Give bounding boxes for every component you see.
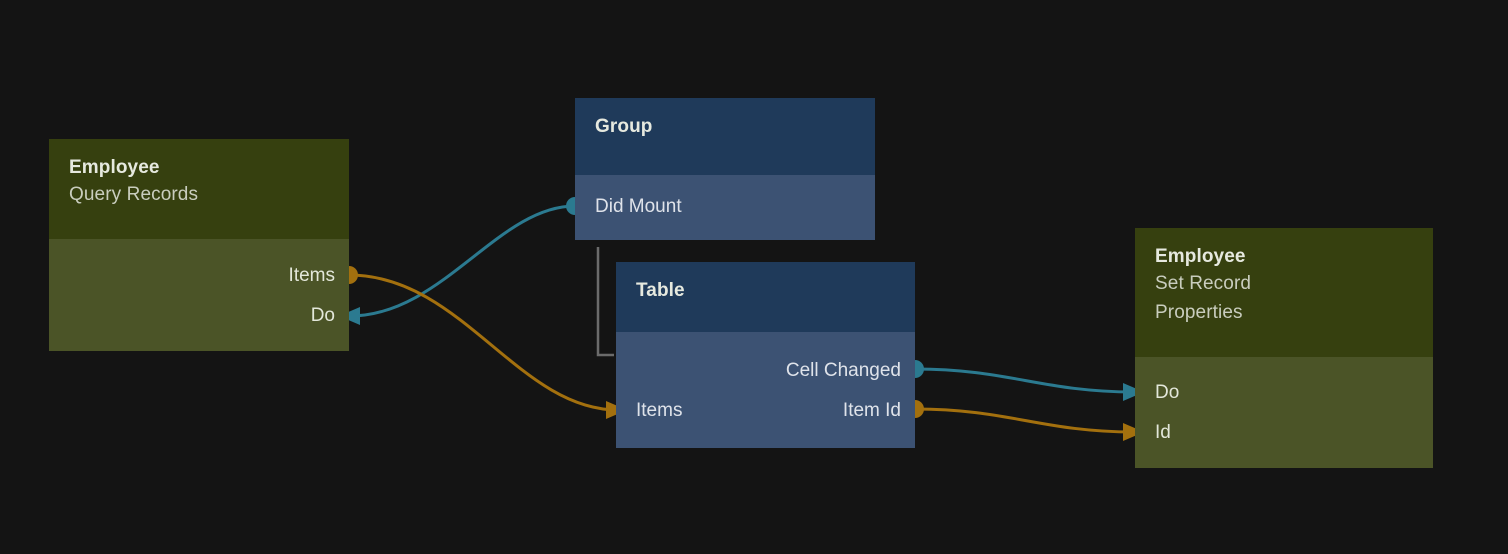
node-title: Group xyxy=(595,116,653,137)
node-body: Do Id xyxy=(1135,357,1433,468)
node-employee-set-record-properties[interactable]: Employee Set Record Properties Do Id xyxy=(1135,228,1433,468)
port-label: Cell Changed xyxy=(785,360,901,381)
node-subtitle: Set Record Properties xyxy=(1155,273,1252,323)
connection-did-mount-to-query-do[interactable] xyxy=(339,197,584,325)
node-header: Employee Set Record Properties xyxy=(1135,228,1433,357)
node-body: Items Do xyxy=(49,239,349,351)
port-label: Do xyxy=(310,305,335,326)
port-items[interactable]: Items xyxy=(636,401,682,420)
port-label: Item Id xyxy=(842,400,901,421)
node-header: Table xyxy=(616,262,915,332)
node-group[interactable]: Group Did Mount xyxy=(575,98,875,240)
port-id[interactable]: Id xyxy=(1155,423,1171,442)
connection-cell-changed-to-set-do[interactable] xyxy=(906,360,1144,401)
port-do[interactable]: Do xyxy=(1155,383,1179,402)
wire-path xyxy=(349,204,576,318)
port-label: Items xyxy=(288,265,335,286)
node-body: Cell Changed Item Id Items xyxy=(616,332,915,448)
node-title: Table xyxy=(636,280,685,301)
connection-item-id-to-set-id[interactable] xyxy=(906,400,1144,441)
port-item-id[interactable]: Item Id xyxy=(843,401,901,420)
port-do[interactable]: Do xyxy=(311,306,335,325)
node-title: Employee xyxy=(1155,246,1246,267)
wire-path xyxy=(914,407,1135,434)
node-header: Employee Query Records xyxy=(49,139,349,239)
node-table[interactable]: Table Cell Changed Item Id Items xyxy=(616,262,915,448)
node-title: Employee xyxy=(69,157,160,178)
wire-path xyxy=(348,273,619,412)
port-label: Do xyxy=(1155,382,1180,403)
port-label: Did Mount xyxy=(595,196,682,217)
port-cell-changed[interactable]: Cell Changed xyxy=(786,361,901,380)
node-employee-query-records[interactable]: Employee Query Records Items Do xyxy=(49,139,349,351)
group-to-table-child-bracket xyxy=(596,247,614,357)
node-body: Did Mount xyxy=(575,175,875,240)
port-did-mount[interactable]: Did Mount xyxy=(595,197,682,216)
port-items[interactable]: Items xyxy=(289,266,335,285)
wire-path xyxy=(914,367,1135,394)
node-subtitle: Query Records xyxy=(69,184,199,205)
node-header: Group xyxy=(575,98,875,175)
port-label: Id xyxy=(1155,422,1171,443)
port-label: Items xyxy=(636,400,683,421)
connection-query-items-to-table-items[interactable] xyxy=(340,266,627,419)
